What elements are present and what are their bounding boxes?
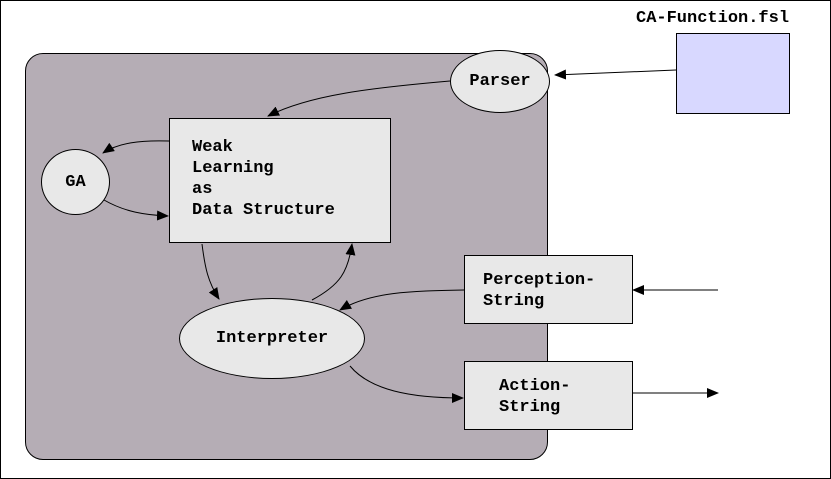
action-line-2: String — [499, 398, 561, 417]
file-label: CA-Function.fsl — [636, 9, 790, 28]
arrow-perception-to-interpreter — [339, 289, 465, 311]
data-structure-box: Weak Learning as Data Structure — [169, 118, 391, 243]
arrow-data-structure-to-interpreter — [201, 243, 220, 300]
arrow-file-to-parser — [554, 69, 677, 80]
parser-label: Parser — [469, 72, 531, 91]
parser-node: Parser — [450, 50, 550, 113]
data-structure-line-3: as — [192, 180, 213, 199]
perception-line-1: Perception- — [483, 271, 596, 290]
data-structure-line-1: Weak — [192, 138, 233, 157]
data-structure-line-4: Data Structure — [192, 201, 335, 220]
ga-node: GA — [41, 149, 110, 215]
arrow-interpreter-to-data-structure — [311, 243, 356, 301]
data-structure-line-2: Learning — [192, 159, 274, 178]
interpreter-label: Interpreter — [215, 329, 329, 348]
action-line-1: Action- — [499, 377, 571, 396]
interpreter-node: Interpreter — [179, 298, 365, 379]
perception-string-box: Perception- String — [464, 255, 633, 324]
action-string-box: Action- String — [464, 361, 633, 430]
arrow-interpreter-to-action — [349, 365, 464, 403]
file-box — [676, 33, 790, 114]
ga-label: GA — [65, 172, 86, 192]
perception-line-2: String — [483, 292, 545, 311]
arrow-data-structure-to-ga — [102, 140, 170, 154]
arrow-ga-to-data-structure — [103, 199, 169, 221]
arrow-parser-to-data-structure — [267, 80, 451, 117]
